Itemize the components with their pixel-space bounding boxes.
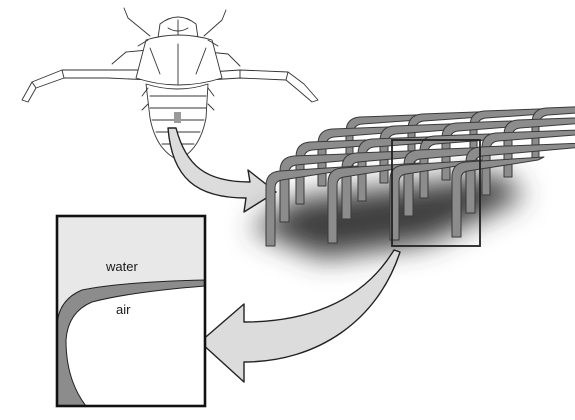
hair: [451, 156, 545, 238]
insect-hind-legs: [21, 69, 319, 103]
air-label: air: [116, 302, 131, 317]
hair-cross-section: [57, 279, 205, 406]
arrow-to-inset: [199, 249, 401, 383]
inset-panel: water air: [55, 214, 207, 408]
insect-thorax: [135, 34, 223, 86]
zoom-box: [391, 139, 481, 247]
arrow-to-hairs: [167, 127, 277, 213]
hair-array: [250, 106, 575, 258]
plastron-patch: [174, 112, 181, 123]
water-label: water: [105, 259, 138, 274]
